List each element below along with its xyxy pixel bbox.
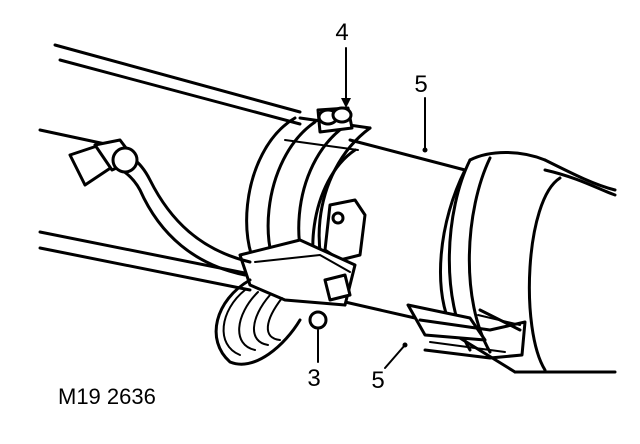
leader-lines xyxy=(317,47,428,369)
intake-duct-left xyxy=(38,43,302,292)
figure-reference: M19 2636 xyxy=(58,384,156,409)
electrical-connector xyxy=(238,198,367,330)
leader-dot-5-bottom xyxy=(402,342,408,348)
harness-plug xyxy=(68,138,139,187)
callout-5-bottom: 5 xyxy=(371,367,384,394)
leader-arrow-4 xyxy=(341,98,351,108)
callout-5-top: 5 xyxy=(414,71,427,98)
callout-3: 3 xyxy=(307,365,320,392)
leader-dot-5-top xyxy=(422,147,428,153)
callout-4: 4 xyxy=(335,19,348,46)
leader-line-5-bottom xyxy=(384,344,406,369)
clamp-screw xyxy=(316,106,354,134)
hose-clip xyxy=(406,303,527,360)
